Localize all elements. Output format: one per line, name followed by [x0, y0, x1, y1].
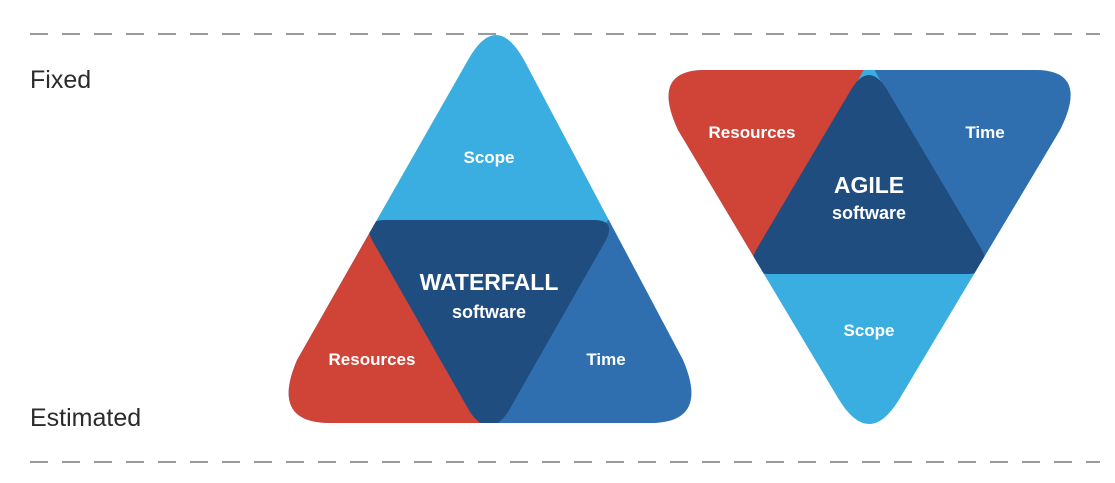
waterfall-center-segment — [369, 220, 609, 423]
waterfall-title: WATERFALL — [420, 269, 559, 295]
agile-title: AGILE — [834, 172, 904, 198]
waterfall-subtitle: software — [452, 302, 526, 322]
agile-center-segment — [752, 75, 986, 274]
waterfall-scope-label: Scope — [463, 148, 514, 167]
agile-time-label: Time — [965, 123, 1004, 142]
agile-scope-label: Scope — [843, 321, 894, 340]
fixed-label: Fixed — [30, 66, 91, 94]
agile-triangle — [668, 70, 1071, 424]
waterfall-resources-label: Resources — [329, 350, 416, 369]
estimated-label: Estimated — [30, 404, 141, 432]
agile-resources-label: Resources — [709, 123, 796, 142]
agile-subtitle: software — [832, 203, 906, 223]
waterfall-time-label: Time — [586, 350, 625, 369]
